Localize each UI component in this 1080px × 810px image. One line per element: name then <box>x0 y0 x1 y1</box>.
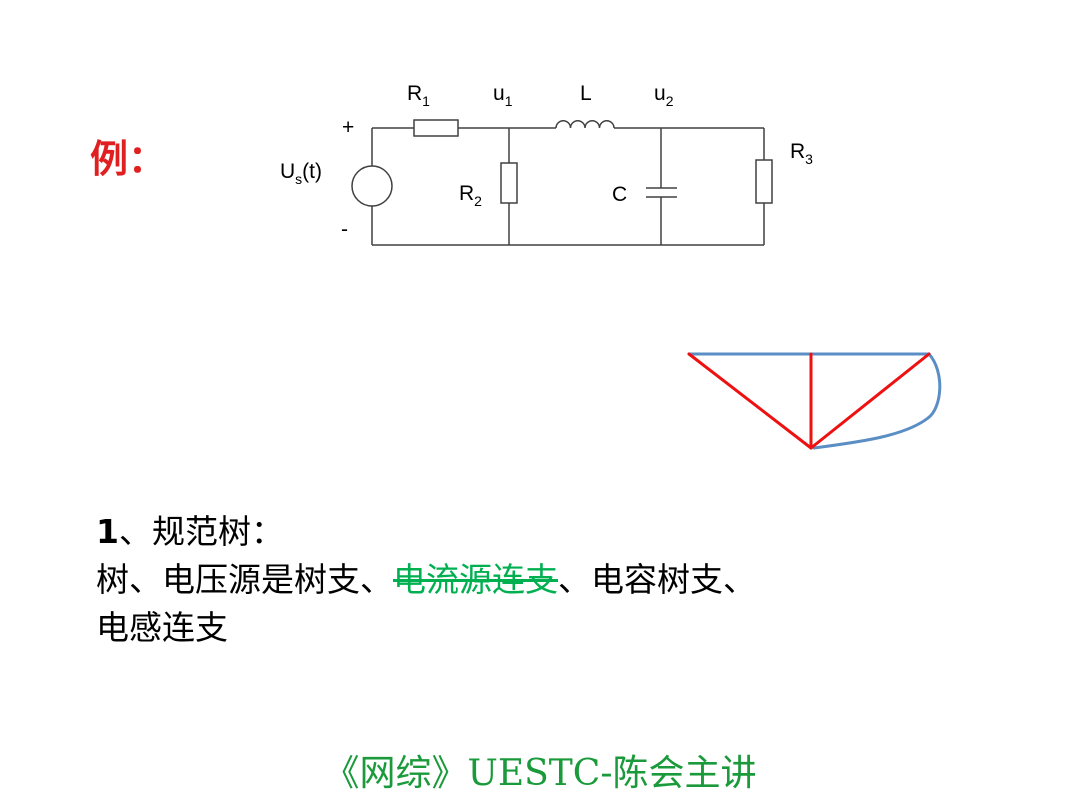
struck-text: 电流源连支 <box>393 560 558 599</box>
label-u1: u1 <box>493 82 513 109</box>
body-line-2-part-b: 、电容树支、 <box>558 560 756 599</box>
body-text: 1、规范树： 树、电压源是树支、电流源连支、电容树支、 电感连支 <box>96 508 756 652</box>
tree-left-edge <box>687 352 813 450</box>
section-number: 1 <box>96 512 119 551</box>
footer-text: 《网综》UESTC-陈会主讲 <box>323 753 757 794</box>
label-l: L <box>580 82 592 105</box>
section-heading: 、规范树： <box>118 512 284 551</box>
label-us: Us(t) <box>280 160 322 187</box>
body-line-3: 电感连支 <box>96 604 756 652</box>
example-label-text: 例： <box>90 136 167 181</box>
body-line-3-text: 电感连支 <box>96 608 228 647</box>
circuit-diagram: R1 u1 L u2 R3 R2 C Us(t) + - <box>280 82 942 450</box>
body-line-2: 树、电压源是树支、电流源连支、电容树支、 <box>96 556 756 604</box>
resistor-r3 <box>755 159 773 204</box>
label-minus: - <box>341 218 348 241</box>
label-r3: R3 <box>790 140 813 167</box>
capacitor-c <box>646 187 677 198</box>
footer-caption: 《网综》UESTC-陈会主讲 <box>0 752 1080 796</box>
voltage-source-us <box>351 165 393 207</box>
tree-right-edge <box>809 352 931 450</box>
inductor-l <box>555 120 615 129</box>
label-r1: R1 <box>407 82 430 109</box>
body-line-1: 1、规范树： <box>96 508 756 556</box>
label-c: C <box>612 183 627 206</box>
label-u2: u2 <box>654 82 674 109</box>
body-line-2-part-a: 树、电压源是树支、 <box>96 560 393 599</box>
graph-sketch <box>687 352 942 450</box>
label-r2: R2 <box>459 182 482 209</box>
resistor-r2 <box>500 162 518 204</box>
example-label: 例： <box>90 140 166 178</box>
circuit-wires <box>371 127 765 246</box>
label-plus: + <box>342 116 354 139</box>
resistor-r1 <box>413 119 459 137</box>
link-curved-edge <box>812 352 942 450</box>
